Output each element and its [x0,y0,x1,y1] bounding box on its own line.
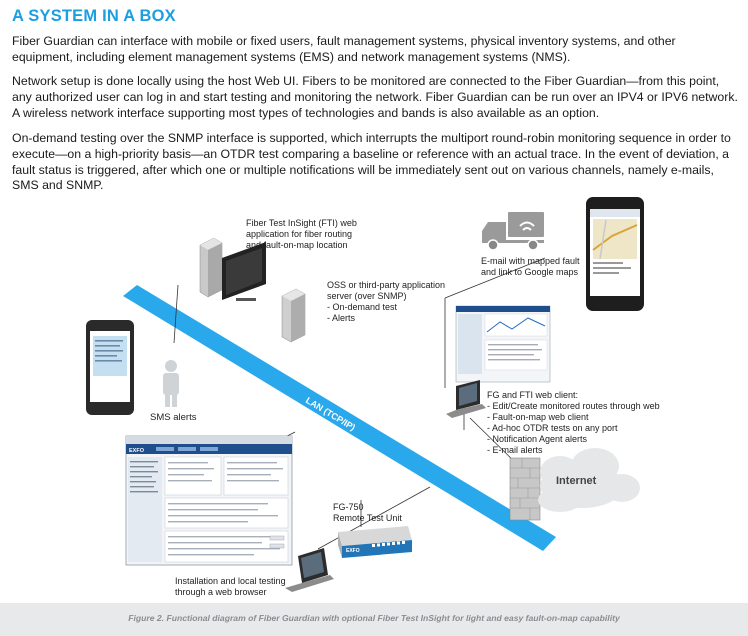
internet-cloud-icon [538,448,640,512]
firewall-icon [509,457,541,521]
internet-label: Internet [556,475,597,487]
screen-brand: EXFO [129,448,145,454]
figure-caption: Figure 2. Functional diagram of Fiber Gu… [0,603,748,636]
paragraph-2: Network setup is done locally using the … [12,74,738,120]
fg750-brand: EXFO [346,548,360,554]
laptop-install-icon [285,548,334,592]
truck-icon [482,212,544,251]
monitor-icon [222,242,266,301]
laptop-client-icon [446,380,486,418]
oss-server-icon [281,288,306,343]
page-title: A SYSTEM IN A BOX [12,7,176,25]
functional-diagram: LAN (TCP/IP) [0,195,748,603]
paragraph-3: On-demand testing over the SNMP interfac… [12,131,731,193]
person-icon [163,360,179,407]
fg-client-label: FG and FTI web client:- Edit/Create moni… [487,390,660,455]
diagram-graphics: LAN (TCP/IP) [86,197,644,592]
sms-label: SMS alerts [150,412,197,423]
smartphone-map-icon [586,197,644,311]
fti-server-icon [199,237,223,298]
installation-web-ui-screenshot [125,435,293,566]
smartphone-sms-icon [86,320,134,415]
fg750-device-icon [338,526,412,558]
lan-band [123,285,556,551]
web-client-screenshot [455,305,551,383]
paragraph-1: Fiber Guardian can interface with mobile… [12,34,676,64]
